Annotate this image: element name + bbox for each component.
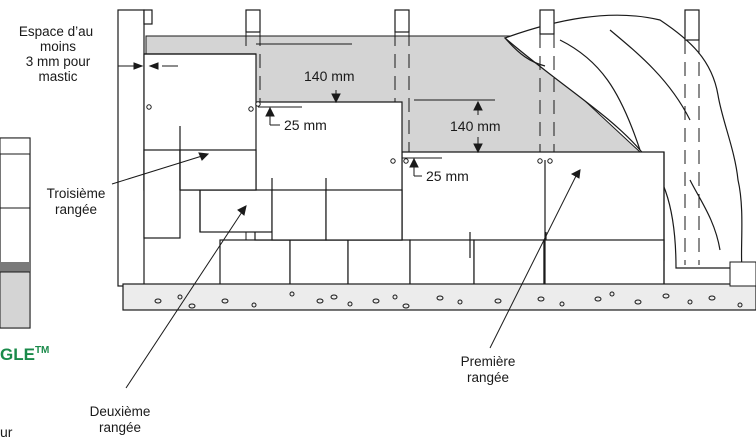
gap-label-line1: Espace d’au bbox=[19, 24, 93, 39]
dimension-25mm-lower: 25 mm bbox=[426, 168, 469, 184]
nail-markers bbox=[146, 101, 553, 164]
third-row-label-line1: Troisième bbox=[47, 186, 106, 201]
second-row-label: Deuxième rangée bbox=[90, 404, 151, 435]
gap-label-line2: moins bbox=[40, 39, 76, 54]
dimension-140mm-upper: 140 mm bbox=[304, 68, 355, 84]
first-row-label-line2: rangée bbox=[467, 370, 509, 385]
brand-fragment: GLETM bbox=[0, 345, 49, 364]
first-row-label-line1: Première bbox=[461, 354, 516, 369]
left-partial-panel: GLETM ur bbox=[0, 137, 49, 440]
third-row-label-line2: rangée bbox=[55, 202, 97, 217]
building-wrap-flap bbox=[503, 14, 743, 269]
dimension-140mm-right: 140 mm bbox=[450, 118, 501, 134]
second-row-label-line2: rangée bbox=[99, 420, 141, 435]
furring-strips bbox=[117, 9, 700, 287]
callout-leaders bbox=[111, 152, 581, 389]
gap-label-line4: mastic bbox=[38, 69, 77, 84]
gap-label: Espace d’au moins 3 mm pour mastic bbox=[19, 24, 93, 84]
first-row-label: Première rangée bbox=[461, 354, 516, 385]
concrete-foundation bbox=[122, 261, 756, 311]
dimension-25mm-upper: 25 mm bbox=[284, 117, 327, 133]
trademark-mark: TM bbox=[35, 345, 49, 356]
dimension-lines bbox=[118, 43, 495, 177]
second-row-label-line1: Deuxième bbox=[90, 404, 151, 419]
left-text-fragment: ur bbox=[0, 424, 13, 440]
gap-label-line3: 3 mm pour bbox=[26, 54, 91, 69]
shingles-second-row bbox=[199, 101, 403, 241]
shingles-first-row bbox=[219, 151, 665, 297]
third-row-label: Troisième rangée bbox=[47, 186, 106, 217]
